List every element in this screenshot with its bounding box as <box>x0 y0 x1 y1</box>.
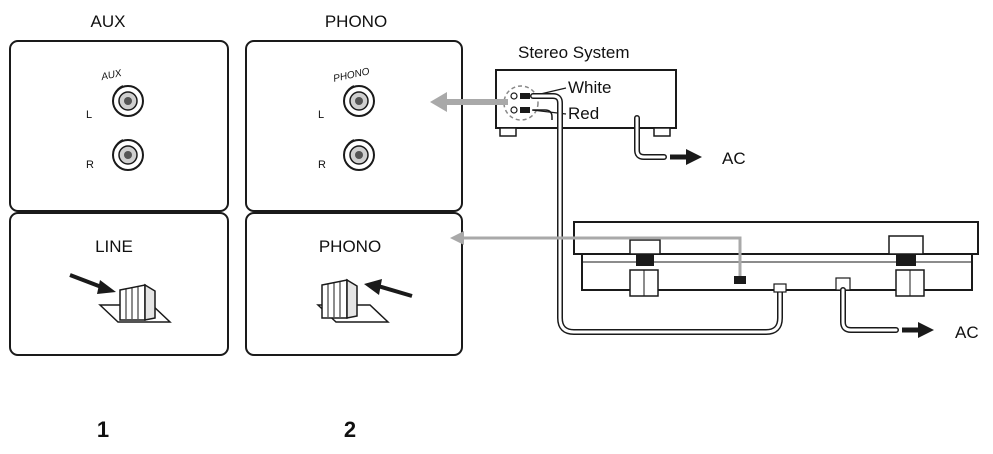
line-switch-label: LINE <box>95 237 133 256</box>
turntable-phono-switch <box>734 276 746 284</box>
stereo-system-title: Stereo System <box>518 43 630 62</box>
line-switch-panel: LINE <box>9 212 229 356</box>
stereo-ac-arrow-icon <box>670 149 702 165</box>
phono-switch-label: PHONO <box>319 237 381 256</box>
step-number-2: 2 <box>344 417 356 442</box>
turntable-unit <box>573 221 979 297</box>
stereo-jack-highlight <box>503 85 539 121</box>
phono-switch-icon <box>316 278 390 323</box>
line-switch-icon <box>98 283 172 323</box>
white-label: White <box>568 78 611 97</box>
aux-left-jack <box>112 85 144 117</box>
turntable-ac-arrow-icon <box>902 322 934 338</box>
aux-panel-header: AUX <box>91 12 126 31</box>
turntable-ac-label: AC <box>955 323 979 342</box>
phono-right-jack <box>343 139 375 171</box>
stereo-ac-label: AC <box>722 149 746 168</box>
phono-left-label: L <box>318 109 324 121</box>
aux-jacks-panel: AUX L R <box>9 40 229 212</box>
aux-right-label: R <box>86 159 94 171</box>
aux-right-jack <box>112 139 144 171</box>
push-left-arrow-icon <box>364 279 413 298</box>
phono-jacks-panel: PHONO L R <box>245 40 463 212</box>
step-number-1: 1 <box>97 417 109 442</box>
turntable-power-cord <box>840 287 899 333</box>
turntable-to-switch-arrow <box>463 236 742 276</box>
phono-right-label: R <box>318 159 326 171</box>
aux-left-label: L <box>86 109 92 121</box>
phono-left-jack <box>343 85 375 117</box>
aux-jack-label: AUX <box>99 68 123 83</box>
phono-panel-header: PHONO <box>325 12 387 31</box>
red-label: Red <box>568 104 599 123</box>
push-right-arrow-icon <box>69 273 116 294</box>
phono-switch-panel: PHONO <box>245 212 463 356</box>
